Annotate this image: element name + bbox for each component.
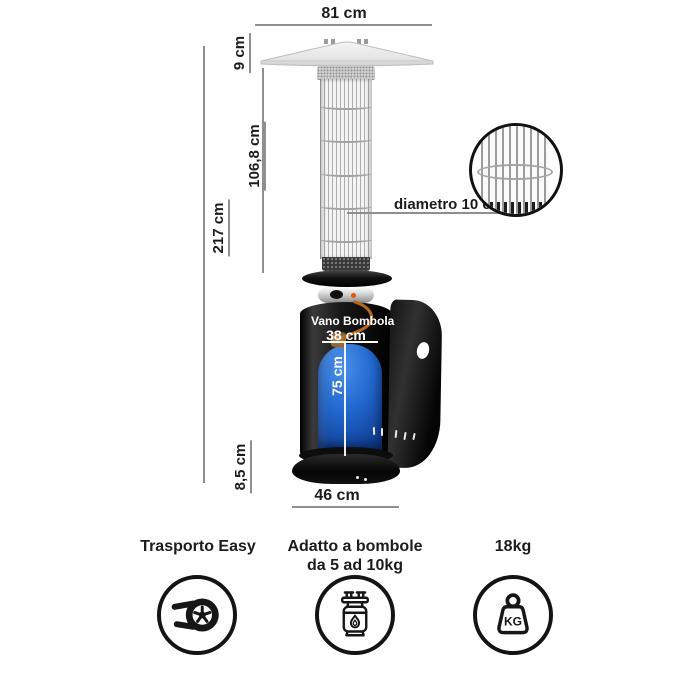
reflector-hat [260,39,434,67]
dimension-label-top-width: 81 cm [321,5,367,22]
vent-dash [381,428,383,436]
dimension-label-base-height: 8,5 cm [232,440,252,494]
diameter-leader-line [347,212,519,214]
weight-kg-icon: KG [497,593,529,635]
mesh-zoom-ring [477,164,553,180]
mesh-ring [320,236,372,243]
vent-dash [372,426,376,436]
feature-label-line: 18kg [494,538,532,555]
control-knob [330,290,343,299]
mesh-ring [320,136,372,143]
compartment-width-line [322,341,378,343]
mesh-zoom-detail-circle [469,123,563,217]
gas-bottle [318,344,382,455]
base [292,454,400,484]
top-flange-disc [302,270,392,287]
compartment-title: Vano Bombola [311,314,395,328]
compartment-width-label: 38 cm [326,327,366,343]
dimension-line-total-height [203,46,205,483]
dimension-label-reflector-height: 9 cm [231,32,251,74]
diameter-label: diametro 10 cm [394,196,505,213]
bottle-height-line [344,343,346,456]
feature-circle-weight: KG [473,575,553,655]
kg-icon-text: KG [504,615,522,629]
dimension-line-tube-height [262,68,264,273]
mesh-zoom-grille [483,202,547,214]
gas-cylinder-flame-icon [341,591,369,637]
feature-label-line: Adatto a bombole [287,538,423,555]
ignition-button [351,293,356,298]
bottle-height-label: 75 cm [329,356,345,396]
base-dot [364,478,367,481]
feature-label-bottles: Adatto a bombole da 5 ad 10kg [275,537,435,575]
dimension-line-base-width [292,506,399,508]
control-panel [318,287,374,303]
feature-circle-transport [157,575,237,655]
wheel-speed-icon [171,598,219,632]
dimension-label-total-height: 217 cm [210,199,230,257]
mesh-ring [320,170,372,177]
burner-collar [317,66,375,80]
emitter-mesh-tube [320,79,372,259]
feature-label-line: Trasporto Easy [140,538,256,555]
mesh-ring [320,103,372,110]
base-dot [356,476,359,479]
dimension-line-top-width [255,24,432,26]
dimension-label-base-width: 46 cm [314,487,360,504]
burner-grille [322,257,370,273]
dimension-label-tube-height: 106,8 cm [246,121,266,191]
feature-label-transport: Trasporto Easy [118,537,278,556]
feature-circle-bottles [315,575,395,655]
compartment-door [387,299,443,469]
feature-label-weight: 18kg [453,537,573,556]
mesh-ring [320,203,372,210]
feature-label-line: da 5 ad 10kg [306,557,404,574]
